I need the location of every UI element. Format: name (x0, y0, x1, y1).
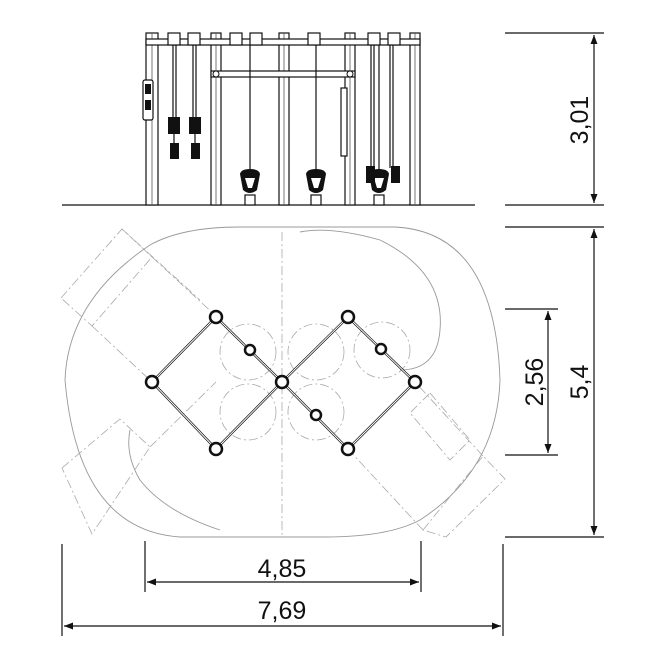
top-beam (145, 38, 421, 46)
inner-depth-dimension-label: 2,56 (521, 358, 549, 407)
mid-bar (210, 70, 356, 78)
frame-node-posts (144, 309, 423, 457)
dimension-overall-width: 7,69 (61, 544, 504, 636)
depth-dimension-label: 5,4 (566, 365, 594, 400)
usage-circles (219, 321, 411, 441)
dimension-depth: 5,4 (505, 226, 604, 538)
height-dimension-label: 3,01 (566, 96, 594, 145)
dashed-safety-squares (60, 228, 506, 538)
hanger-clamps (167, 32, 401, 46)
overall-width-dimension-label: 7,69 (258, 597, 307, 625)
inner-width-dimension-label: 4,85 (258, 555, 307, 583)
wall-ladder-panel (142, 79, 154, 121)
elevation-view (62, 32, 475, 206)
dimension-inner-width: 4,85 (144, 541, 422, 592)
side-panel (340, 87, 348, 157)
trx-straps (168, 45, 201, 159)
dimension-inner-depth: 2,56 (505, 308, 558, 456)
right-ropes (366, 45, 400, 183)
safety-zone-outline (64, 226, 501, 538)
plan-view (60, 226, 506, 538)
dimension-height: 3,01 (505, 32, 604, 206)
